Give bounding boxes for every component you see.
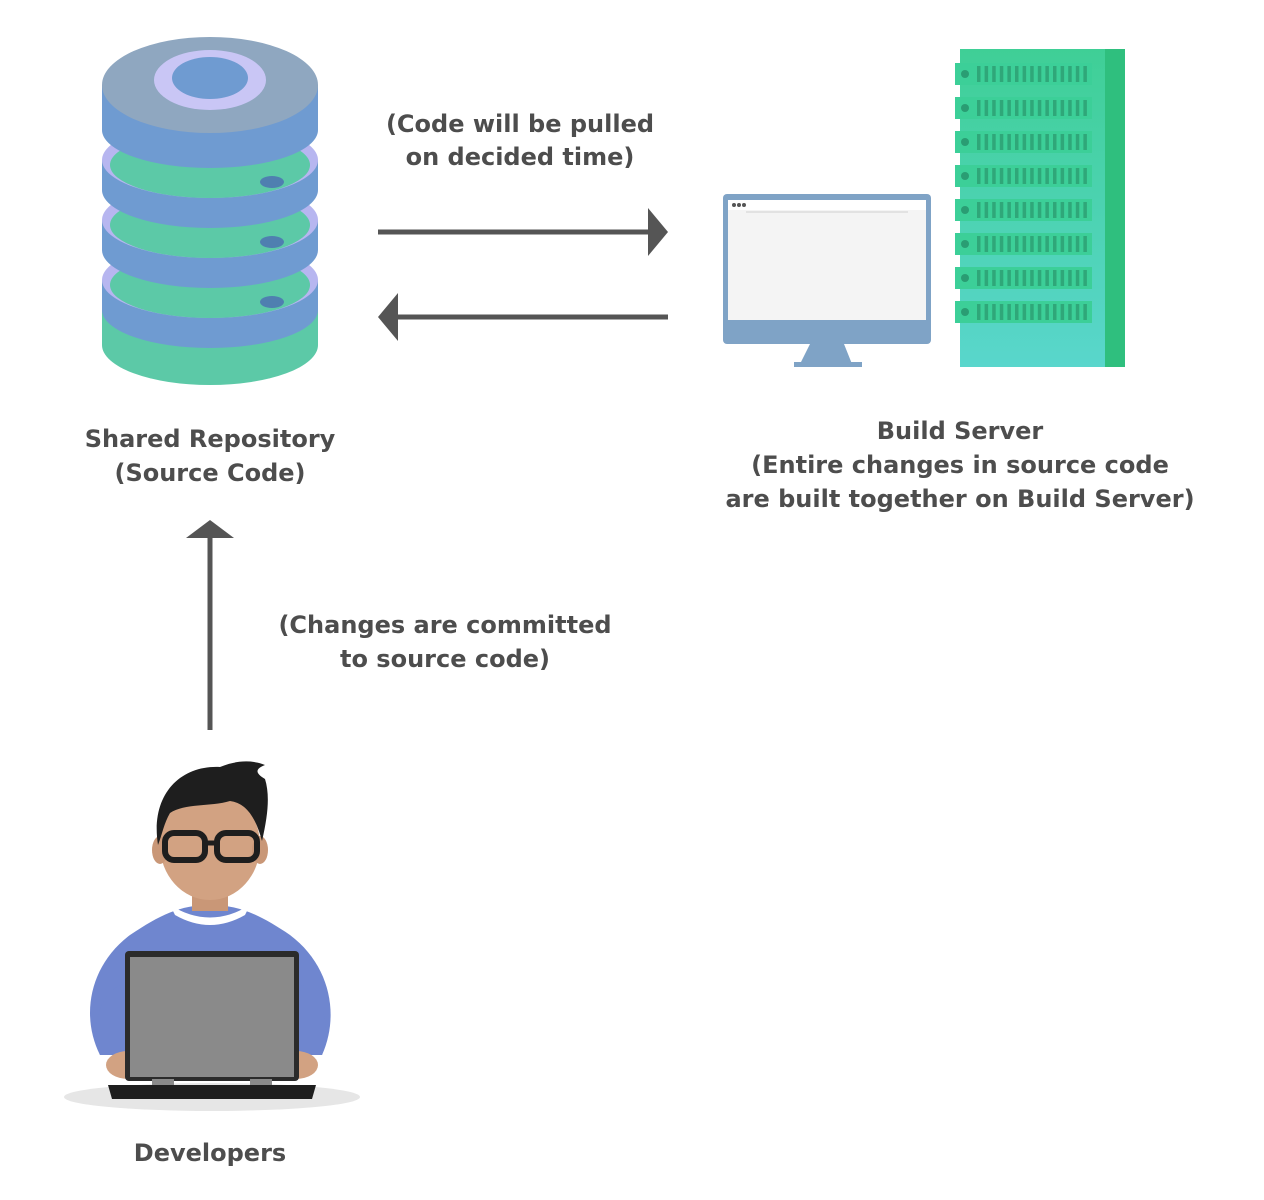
monitor-icon bbox=[723, 194, 931, 367]
build-server-line2: (Entire changes in source code bbox=[751, 451, 1169, 479]
rack-unit bbox=[955, 131, 1092, 153]
arrow-up bbox=[186, 520, 234, 730]
repository-subtitle: (Source Code) bbox=[114, 459, 306, 487]
repository-label: Shared Repository (Source Code) bbox=[40, 422, 380, 490]
commit-label-line2: to source code) bbox=[339, 645, 550, 673]
build-server-label: Build Server (Entire changes in source c… bbox=[690, 414, 1230, 516]
pull-label-line1: (Code will be pulled bbox=[385, 110, 655, 138]
rack-unit bbox=[955, 267, 1092, 289]
build-server-title: Build Server bbox=[876, 417, 1044, 445]
rack-unit bbox=[955, 97, 1092, 119]
rack-unit bbox=[955, 199, 1092, 221]
arrow-left bbox=[378, 293, 668, 341]
developers-title: Developers bbox=[133, 1139, 287, 1167]
developers-label: Developers bbox=[60, 1136, 360, 1170]
repository-title: Shared Repository bbox=[84, 425, 336, 453]
rack-unit bbox=[955, 63, 1092, 85]
pull-label-line2: on decided time) bbox=[405, 143, 635, 171]
pull-label: (Code will be pulled on decided time) bbox=[340, 108, 700, 174]
developer-icon bbox=[64, 761, 360, 1111]
commit-label-line1: (Changes are committed bbox=[278, 611, 612, 639]
arrow-right bbox=[378, 208, 668, 256]
rack-unit bbox=[955, 165, 1092, 187]
rack-unit bbox=[955, 233, 1092, 255]
database-icon bbox=[102, 37, 318, 385]
build-server-line3: are built together on Build Server) bbox=[725, 485, 1195, 513]
rack-unit bbox=[955, 301, 1092, 323]
server-rack-icon bbox=[955, 49, 1125, 367]
commit-label: (Changes are committed to source code) bbox=[250, 608, 640, 676]
